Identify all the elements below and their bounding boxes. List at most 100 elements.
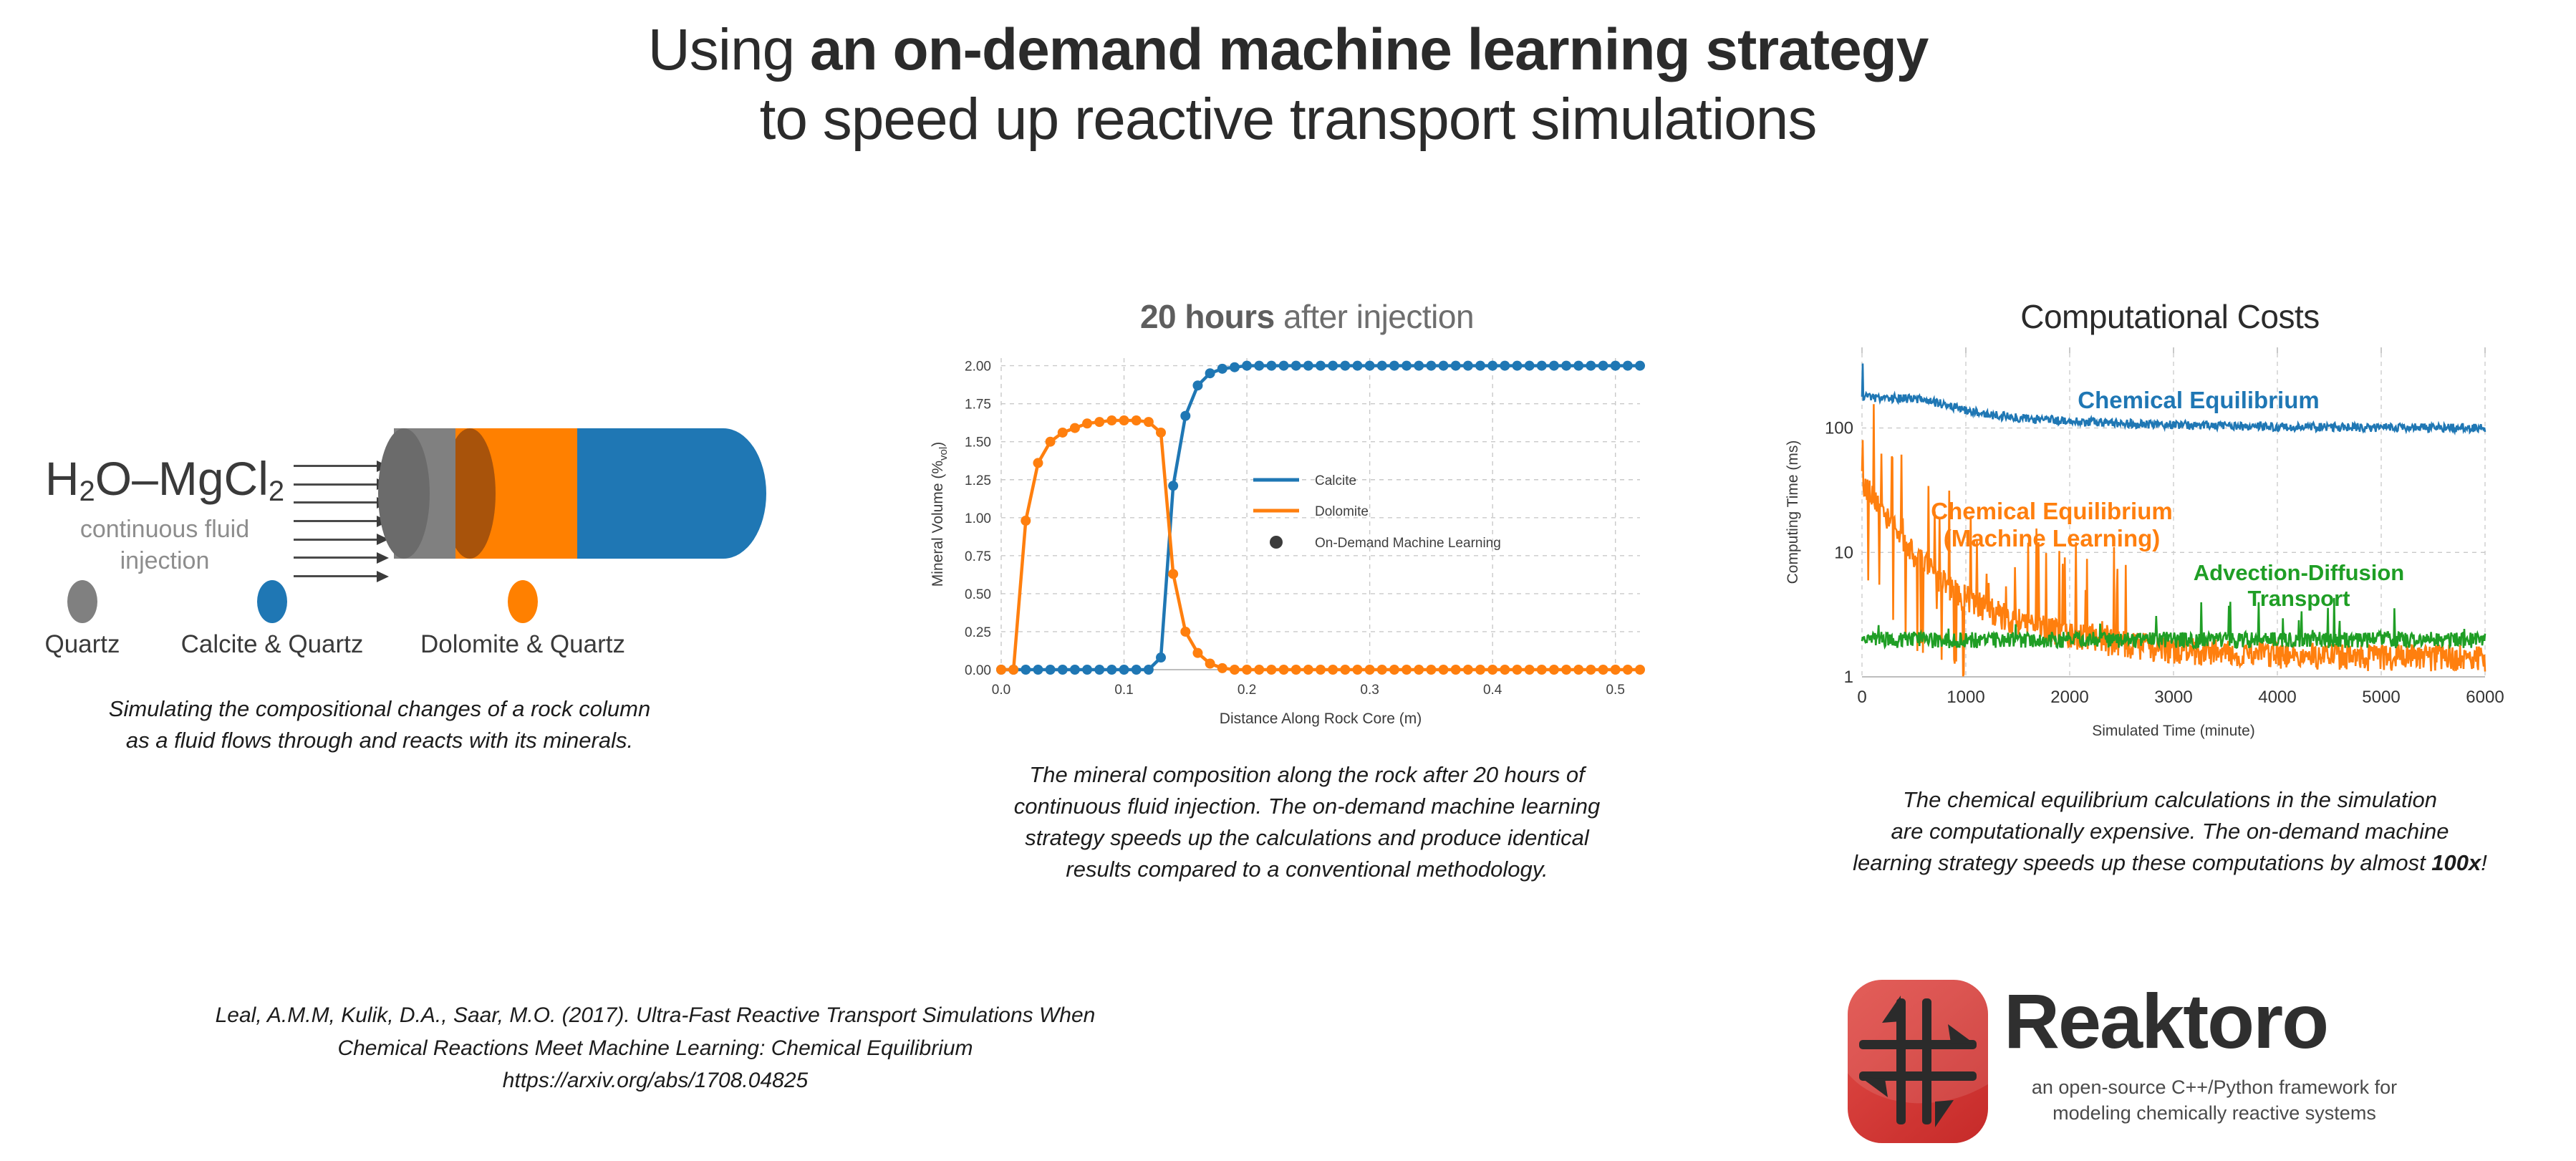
right-caption-line-1: The chemical equilibrium calculations in… <box>1902 787 2438 812</box>
svg-text:1.00: 1.00 <box>965 511 991 526</box>
legend-label-calcite-quartz: Calcite & Quartz <box>180 630 364 658</box>
legend-label-on-demand-ml: On-Demand Machine Learning <box>1315 536 1501 551</box>
dolomite-dot-icon <box>508 580 538 623</box>
mid-caption-line-4: results compared to a conventional metho… <box>1066 857 1548 882</box>
title-line-1-plain: Using <box>647 17 811 82</box>
legend-label-calcite: Calcite <box>1315 473 1356 488</box>
title-line-2: to speed up reactive transport simulatio… <box>759 86 1818 152</box>
reaktoro-hash-arrows-icon <box>1848 980 1988 1143</box>
svg-text:100: 100 <box>1825 419 1853 438</box>
mineral-chart-y-tick-labels: 0.00 0.25 0.50 0.75 1.00 1.25 1.50 1.75 2.00 <box>965 360 991 678</box>
citation-url[interactable]: https://arxiv.org/abs/1708.04825 <box>502 1069 809 1093</box>
svg-text:0.0: 0.0 <box>992 683 1010 698</box>
costs-chart-title: Computational Costs <box>2020 298 2320 335</box>
title-line-1-bold: an on-demand machine learning strategy <box>810 17 1929 82</box>
svg-text:0.3: 0.3 <box>1360 683 1379 698</box>
reaktoro-tagline-line-2: modeling chemically reactive systems <box>2052 1102 2376 1124</box>
legend-label-dolomite: Dolomite <box>1315 504 1369 519</box>
quartz-dot-icon <box>67 580 97 623</box>
mineral-chart-title: 20 hours after injection <box>917 297 1697 336</box>
formula-subtitle-line-1: continuous fluid <box>79 516 250 543</box>
mid-caption-line-2: continuous fluid injection. The on-deman… <box>1013 794 1601 819</box>
cylinder-cap-quartz <box>378 428 430 559</box>
mineral-profile-panel: 20 hours after injection 0.00 0.25 0.50 0.7… <box>917 297 1697 882</box>
legend-swatch-ondemand-ml <box>1270 536 1283 549</box>
legend-item-dolomite-quartz: Dolomite & Quartz <box>394 580 652 659</box>
reaktoro-wordmark: Reaktoro <box>2004 978 2329 1064</box>
left-caption-line-2: as a fluid flows through and reacts with… <box>125 728 634 753</box>
annotation-chemical-equilibrium: Chemical Equilibrium <box>2078 387 2319 413</box>
right-panel-caption: The chemical equilibrium calculations in… <box>1776 784 2564 879</box>
svg-text:5000: 5000 <box>2362 688 2400 707</box>
mid-panel-caption: The mineral composition along the rock a… <box>938 759 1676 885</box>
formula-sub-2: 2 <box>79 476 95 507</box>
svg-text:2000: 2000 <box>2050 688 2088 707</box>
svg-text:1000: 1000 <box>1947 688 1984 707</box>
svg-text:3000: 3000 <box>2154 688 2192 707</box>
mineral-chart-x-axis-label: Distance Along Rock Core (m) <box>1220 710 1422 727</box>
annotation-advection-diffusion-line1: Advection-Diffusion <box>2194 560 2405 585</box>
costs-chart-y-tick-labels: 1 10 100 <box>1825 419 1853 687</box>
formula-subtitle: continuous fluid injection <box>21 514 308 577</box>
computational-costs-chart: 1 10 100 0 1000 2000 3000 4000 5000 6000 Computi… <box>1785 347 2504 739</box>
citation-line-1: Leal, A.M.M, Kulik, D.A., Saar, M.O. (20… <box>215 1003 1096 1027</box>
svg-text:0: 0 <box>1857 688 1866 707</box>
svg-text:0.5: 0.5 <box>1606 683 1624 698</box>
right-caption-line-3-a: learning strategy speeds up these comput… <box>1853 850 2432 876</box>
costs-chart-x-axis-label: Simulated Time (minute) <box>2092 723 2255 739</box>
formula-h: H <box>44 452 79 505</box>
dolomite-series-markers <box>996 415 1645 675</box>
mineral-legend: Quartz Calcite & Quartz Dolomite & Quart… <box>7 580 723 666</box>
calcite-dot-icon <box>257 580 287 623</box>
costs-chart-y-axis-label: Computing Time (ms) <box>1785 440 1801 584</box>
svg-text:0.75: 0.75 <box>965 549 991 564</box>
svg-text:1.50: 1.50 <box>965 435 991 451</box>
advection-diffusion-series <box>1861 597 2486 650</box>
svg-text:1: 1 <box>1844 668 1853 687</box>
svg-text:1.25: 1.25 <box>965 473 991 488</box>
formula-omgcl: O–MgCl <box>95 452 269 505</box>
svg-text:0.50: 0.50 <box>965 587 991 602</box>
annotation-chemical-equilibrium-ml-line2: (Machine Learning) <box>1944 525 2161 551</box>
mineral-chart-legend: Calcite Dolomite On-Demand Machine Learn… <box>1253 473 1501 551</box>
right-caption-line-2: are computationally expensive. The on-de… <box>1891 819 2449 844</box>
calcite-series-markers <box>996 360 1645 675</box>
annotation-chemical-equilibrium-ml-line1: Chemical Equilibrium <box>1931 498 2172 524</box>
right-caption-speedup: 100x <box>2431 850 2481 876</box>
right-caption-line-3: learning strategy speeds up these comput… <box>1776 847 2564 879</box>
svg-text:0.25: 0.25 <box>965 625 991 640</box>
mid-caption-line-1: The mineral composition along the rock a… <box>1029 762 1585 787</box>
mineral-chart-x-tick-labels: 0.0 0.1 0.2 0.3 0.4 0.5 <box>992 670 1625 698</box>
svg-text:0.4: 0.4 <box>1483 683 1502 698</box>
mineral-profile-chart: 0.00 0.25 0.50 0.75 1.00 1.25 1.50 1.75 2.00 0.0… <box>930 358 1645 727</box>
fluid-formula-block: H2O–MgCl2 continuous fluid injection <box>21 451 308 577</box>
svg-text:0.1: 0.1 <box>1114 683 1133 698</box>
svg-text:2.00: 2.00 <box>965 360 991 375</box>
left-caption-line-1: Simulating the compositional changes of … <box>108 696 651 721</box>
svg-text:10: 10 <box>1834 543 1853 562</box>
legend-label-dolomite-quartz: Dolomite & Quartz <box>420 630 625 658</box>
mineral-chart-y-axis-label: Mineral Volume (%vol) <box>930 442 950 587</box>
mineral-chart-title-plain: after injection <box>1274 298 1475 335</box>
svg-text:0.00: 0.00 <box>965 663 991 678</box>
reaktoro-logo: Reaktoro an open-source C++/Python frame… <box>1848 980 2564 1152</box>
right-caption-line-3-b: ! <box>2481 850 2487 876</box>
costs-chart-x-tick-labels: 0 1000 2000 3000 4000 5000 6000 <box>1857 347 2504 707</box>
legend-item-calcite-quartz: Calcite & Quartz <box>150 580 394 659</box>
cylinder-segment-calcite <box>570 428 766 559</box>
svg-text:6000: 6000 <box>2466 688 2504 707</box>
reaktoro-tagline-line-1: an open-source C++/Python framework for <box>2031 1076 2398 1098</box>
formula-subtitle-line-2: injection <box>120 547 210 575</box>
arrow-right-icon <box>294 549 401 567</box>
citation-line-2: Chemical Reactions Meet Machine Learning… <box>337 1036 973 1060</box>
title-line-1: Using an on-demand machine learning stra… <box>0 16 2576 85</box>
legend-label-quartz: Quartz <box>44 630 120 658</box>
chemical-equilibrium-series <box>1861 363 2486 435</box>
chemical-equilibrium-ml-series <box>1861 404 2486 677</box>
arrow-right-icon <box>294 567 401 586</box>
svg-text:0.2: 0.2 <box>1238 683 1256 698</box>
svg-text:4000: 4000 <box>2258 688 2296 707</box>
citation-block: Leal, A.M.M, Kulik, D.A., Saar, M.O. (20… <box>79 999 1232 1097</box>
page-title: Using an on-demand machine learning stra… <box>0 16 2576 155</box>
svg-text:1.75: 1.75 <box>965 398 991 413</box>
